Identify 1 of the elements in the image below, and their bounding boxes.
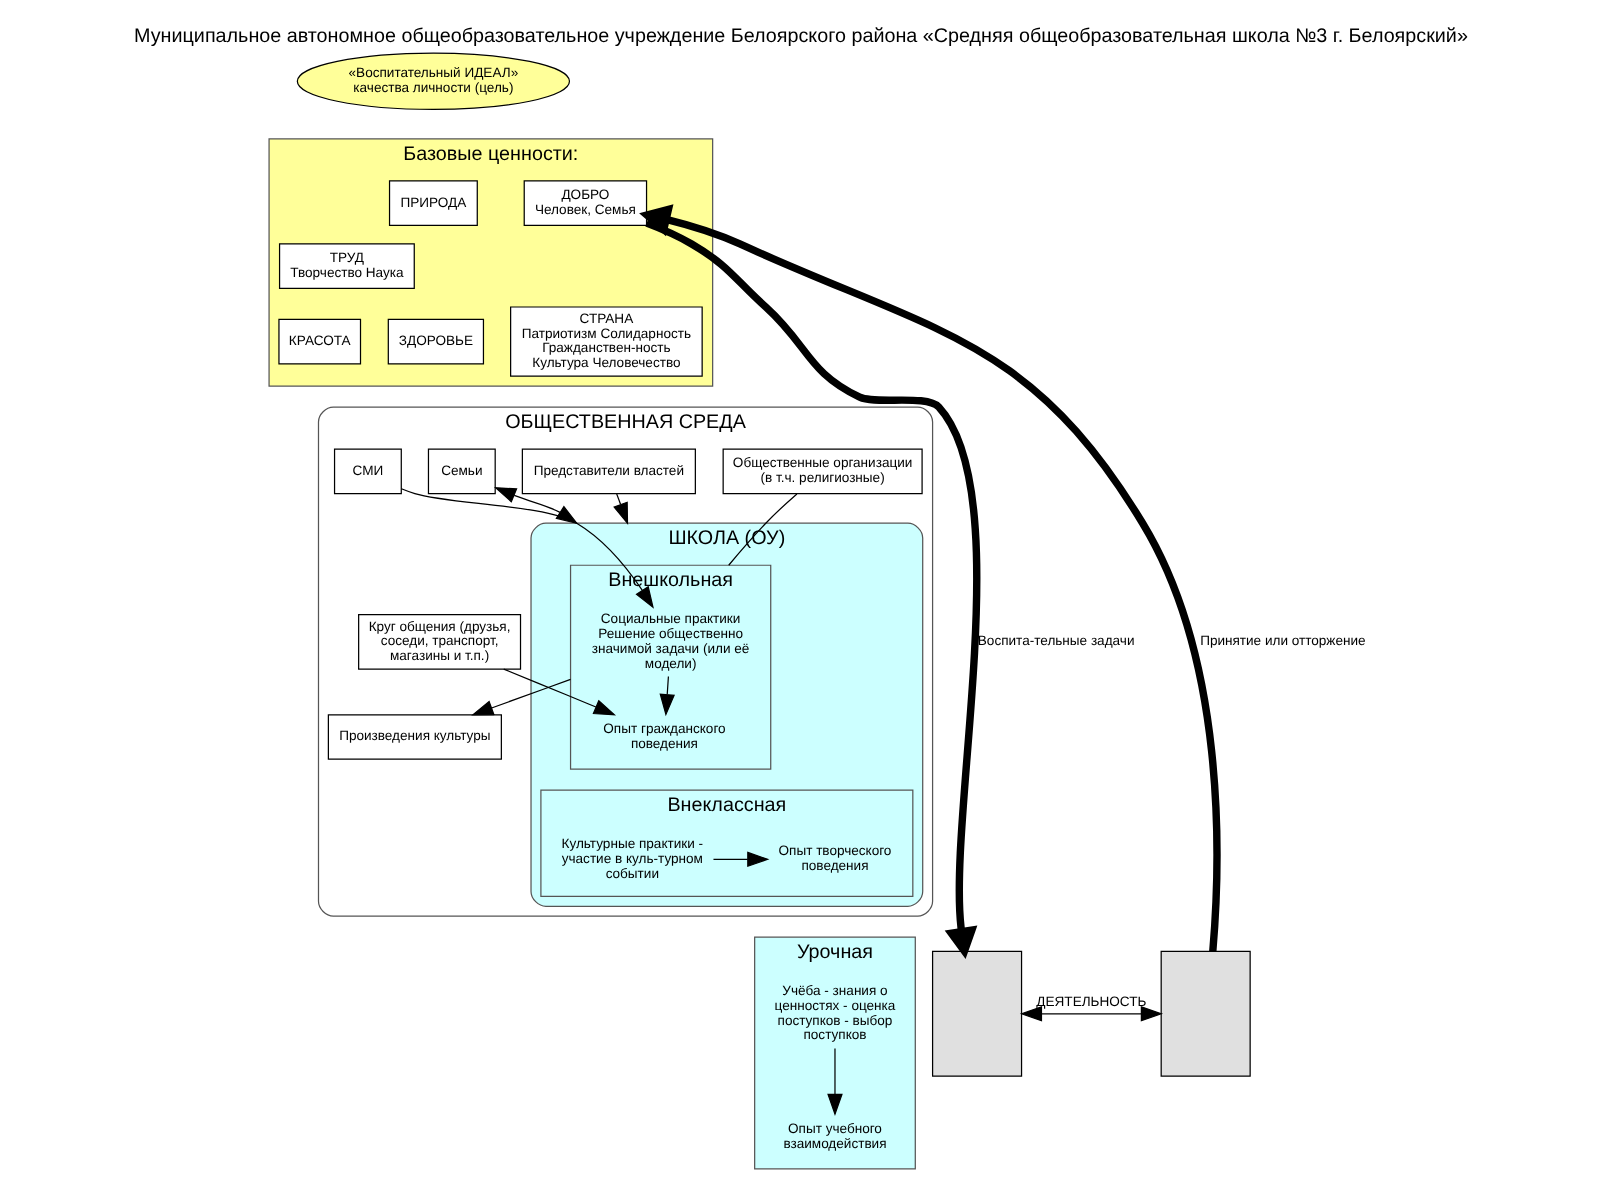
- diagram-title: Муниципальное автономное общеобразовательное учреждение Белоярского района «Средняя общеобразовательная школа №3 г. Белоярский»: [133, 26, 1467, 49]
